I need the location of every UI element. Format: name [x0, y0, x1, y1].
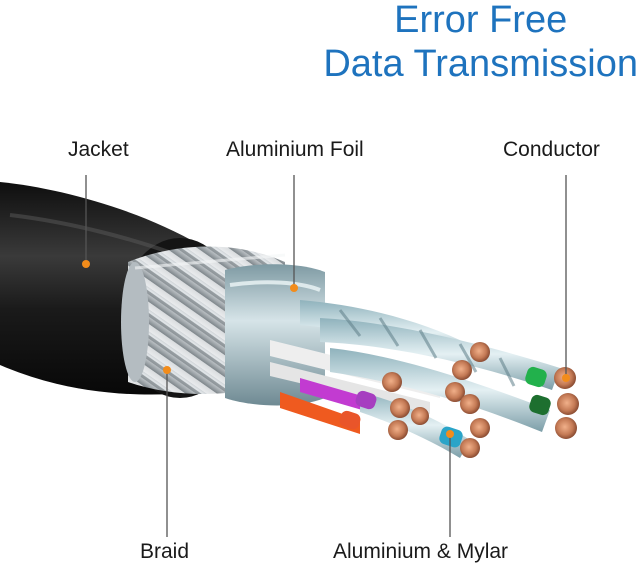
- jacket-marker-dot: [82, 260, 90, 268]
- label-conductor: Conductor: [503, 138, 600, 161]
- label-aluminium-mylar: Aluminium & Mylar: [333, 540, 509, 563]
- twisted-pairs: [300, 300, 560, 458]
- label-aluminium-foil: Aluminium Foil: [226, 138, 364, 161]
- label-braid: Braid: [140, 540, 190, 563]
- copper-conductors: [382, 342, 579, 458]
- headline: Error Free Data Transmission: [323, 0, 638, 86]
- wire-insulation: [339, 366, 551, 448]
- headline-line-2: Data Transmission: [323, 43, 638, 85]
- label-jacket: Jacket: [68, 138, 129, 161]
- braid-marker-dot: [163, 366, 171, 374]
- foil-marker-dot: [290, 284, 298, 292]
- marker-dots: [82, 260, 570, 438]
- leader-lines: [85, 175, 567, 537]
- mylar-marker-dot: [446, 430, 454, 438]
- headline-line-1: Error Free: [394, 0, 568, 41]
- conductor-marker-dot: [562, 374, 570, 382]
